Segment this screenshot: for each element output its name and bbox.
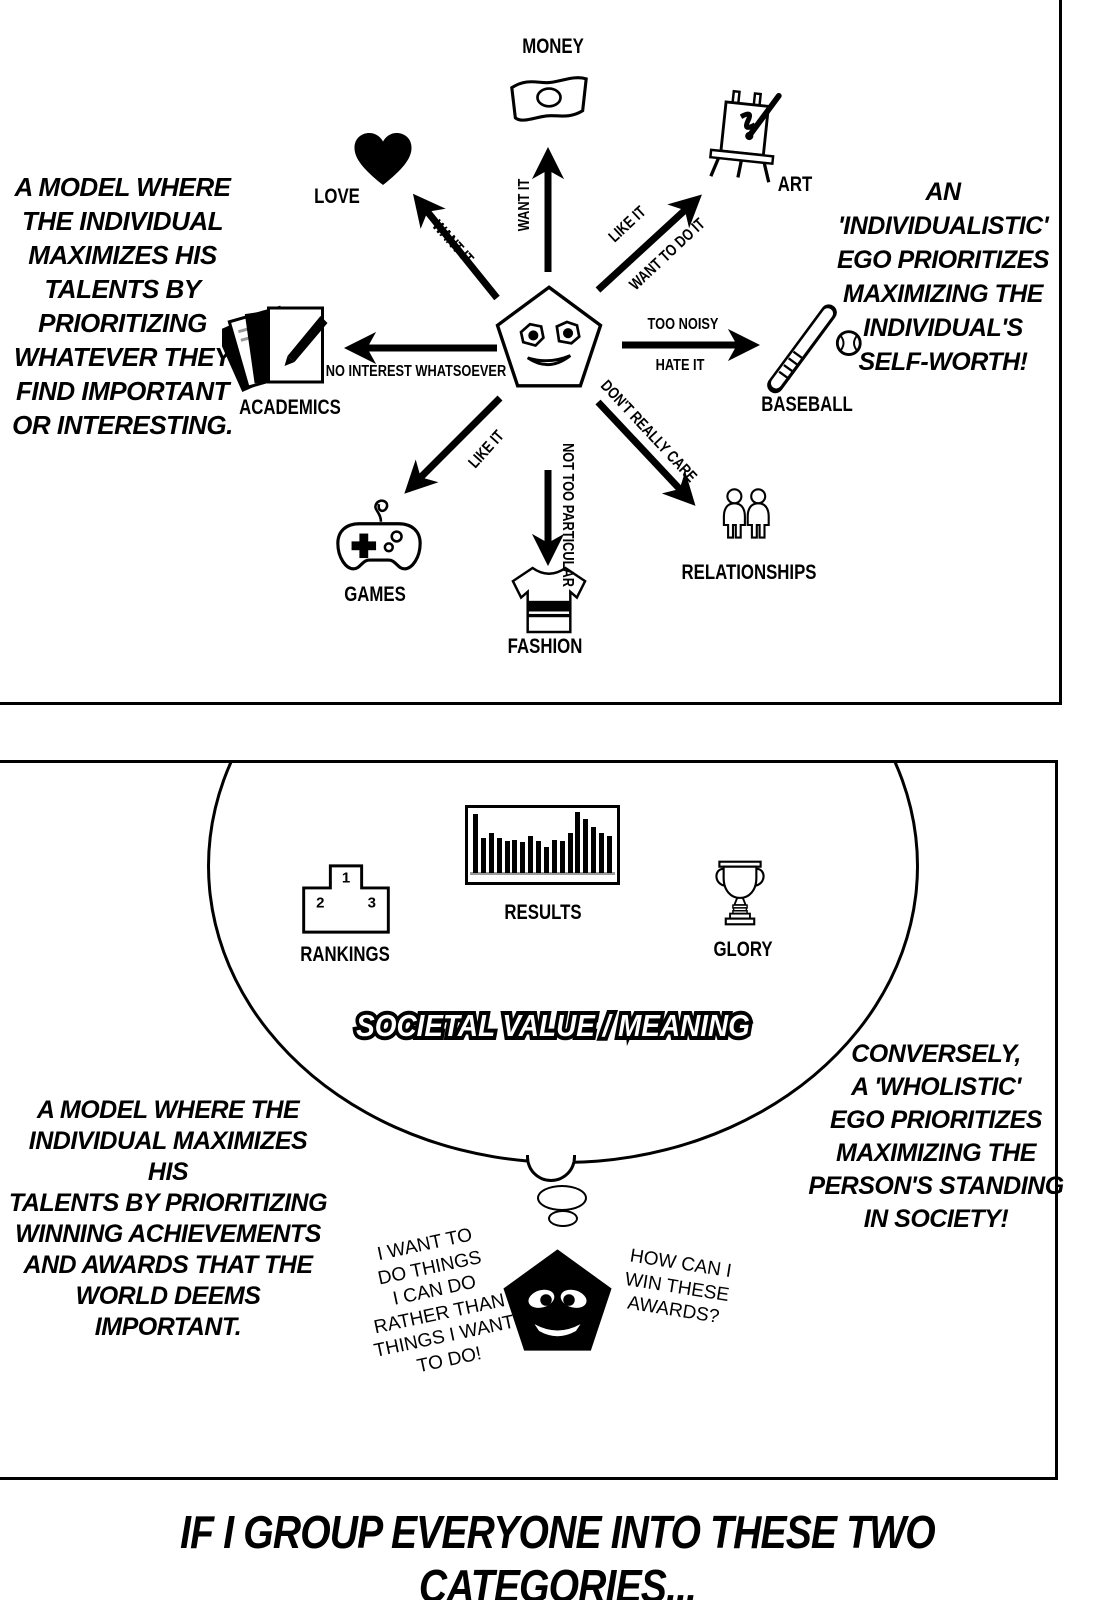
academics-books-icon [222, 290, 347, 395]
rankings-podium-icon: 1 2 3 [300, 862, 392, 936]
black-pentagon-face-icon [500, 1245, 615, 1355]
results-bar [473, 814, 478, 873]
results-bar [512, 840, 518, 873]
results-bar [543, 847, 549, 873]
money-icon [503, 70, 595, 132]
panel2-left-narration: A MODEL WHERE THE INDIVIDUAL MAXIMIZES H… [8, 1096, 328, 1341]
panel2-right-narration: CONVERSELY, A 'WHOLISTIC' EGO PRIORITIZE… [808, 1040, 1064, 1233]
results-bar [528, 836, 534, 873]
thought-bubble-bump [526, 1155, 576, 1182]
pentagon-face-icon [493, 282, 605, 390]
results-bar [520, 842, 526, 873]
results-label: RESULTS [504, 901, 582, 924]
academics-label: ACADEMICS [239, 396, 341, 419]
results-bar [504, 841, 510, 873]
fashion-label: FASHION [507, 635, 583, 658]
games-controller-icon [330, 490, 428, 582]
fashion-attitude: NOT TOO PARTICULAR [559, 443, 576, 587]
results-bar [480, 838, 486, 873]
results-bar [551, 840, 557, 873]
games-label: GAMES [344, 583, 406, 606]
glory-trophy-icon [708, 852, 772, 934]
art-easel-icon [705, 85, 787, 187]
results-bar [599, 833, 604, 873]
panel-individualistic [0, 0, 1062, 705]
page-caption: IF I GROUP EVERYONE INTO THESE TWO CATEG… [180, 1506, 936, 1600]
results-bar [591, 827, 597, 873]
baseball-label: BASEBALL [761, 393, 853, 416]
results-chart-baseline [470, 872, 615, 875]
fashion-tshirt-icon [508, 563, 590, 637]
results-bar [606, 836, 612, 873]
thought-circle-large [537, 1185, 587, 1211]
bubble-title-fill: SOCIETAL VALUE / MEANING [356, 1008, 750, 1043]
bubble-title-stroke: SOCIETAL VALUE / MEANING [353, 1004, 754, 1047]
rankings-number-3: 3 [367, 894, 376, 912]
thought-circle-small [548, 1210, 578, 1227]
results-bar [488, 833, 494, 873]
baseball-attitude-2: HATE IT [655, 357, 705, 374]
results-chart [465, 805, 620, 885]
baseball-bat-icon [760, 295, 865, 395]
baseball-attitude-1: TOO NOISY [647, 316, 719, 333]
heart-icon [352, 130, 414, 188]
results-bar [536, 841, 541, 873]
results-bar [496, 838, 502, 873]
money-label: MONEY [522, 35, 584, 58]
rankings-number-2: 2 [316, 894, 325, 912]
results-bars [473, 812, 612, 873]
results-bar [575, 812, 581, 873]
results-bar [567, 833, 573, 873]
academics-attitude: NO INTEREST WHATSOEVER [325, 363, 507, 380]
panel1-right-narration: AN 'INDIVIDUALISTIC' EGO PRIORITIZES MAX… [837, 178, 1049, 376]
bubble-title: SOCIETAL VALUE / MEANING SOCIETAL VALUE … [353, 1004, 754, 1047]
glory-label: GLORY [713, 938, 773, 961]
relationships-people-icon [712, 478, 782, 558]
relationships-label: RELATIONSHIPS [681, 561, 817, 584]
love-label: LOVE [314, 185, 360, 208]
results-bar [583, 819, 589, 873]
rankings-label: RANKINGS [300, 943, 390, 966]
panel1-left-narration: A MODEL WHERE THE INDIVIDUAL MAXIMIZES H… [12, 172, 233, 440]
rankings-number-1: 1 [341, 869, 351, 887]
results-bar [559, 841, 565, 873]
art-label: ART [777, 173, 813, 196]
money-attitude: WANT IT [516, 178, 533, 232]
